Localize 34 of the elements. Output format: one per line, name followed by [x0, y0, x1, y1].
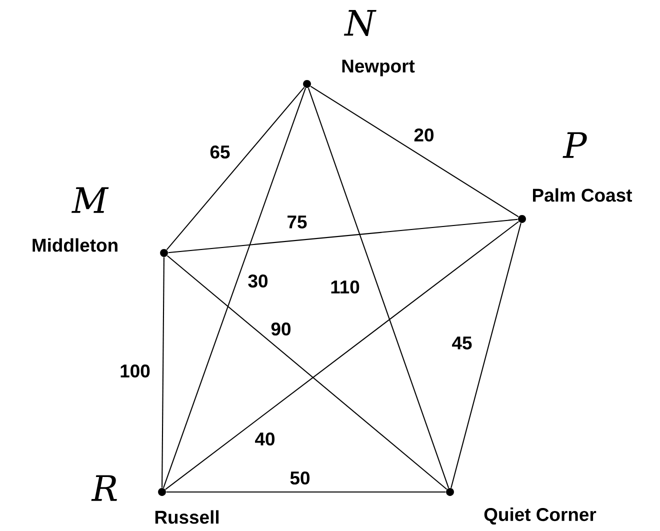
vertex-label: Middleton — [32, 238, 118, 252]
edge-line — [166, 255, 448, 490]
edge-label: 30 — [246, 272, 270, 290]
edge-line — [166, 86, 305, 250]
edge-label: 40 — [253, 430, 278, 448]
vertex-dot — [303, 80, 311, 88]
edge-label: 100 — [118, 362, 152, 380]
edge-line — [166, 491, 446, 493]
edge-label: 75 — [285, 214, 310, 230]
vertex-dot — [518, 215, 526, 223]
vertex-dot — [160, 249, 168, 257]
edge-line — [165, 221, 519, 490]
vertex-dot — [446, 488, 454, 496]
vertex-label: Palm Coast — [533, 188, 632, 202]
edge-label: 90 — [269, 320, 294, 338]
vertex-dot — [158, 488, 166, 496]
edge-label: 110 — [328, 278, 362, 296]
edge-label: 50 — [288, 470, 312, 486]
edge-line — [162, 88, 306, 488]
edge-line — [168, 218, 518, 254]
handwritten-letter: N — [344, 10, 376, 36]
vertex-label: Russell — [155, 510, 219, 524]
edge-label: 20 — [412, 126, 436, 144]
vertex-label: Quiet Corner — [484, 508, 596, 525]
edge-line — [310, 86, 519, 218]
handwritten-letter: P — [562, 132, 587, 158]
edge-line — [308, 88, 450, 488]
handwritten-letter: R — [91, 475, 117, 501]
vertex-label: Newport — [342, 60, 415, 76]
handwritten-letter: M — [71, 187, 109, 213]
edge-label: 65 — [208, 144, 232, 160]
edge-label: 45 — [450, 334, 474, 352]
edge-line — [450, 223, 522, 488]
edge-line — [162, 257, 164, 488]
